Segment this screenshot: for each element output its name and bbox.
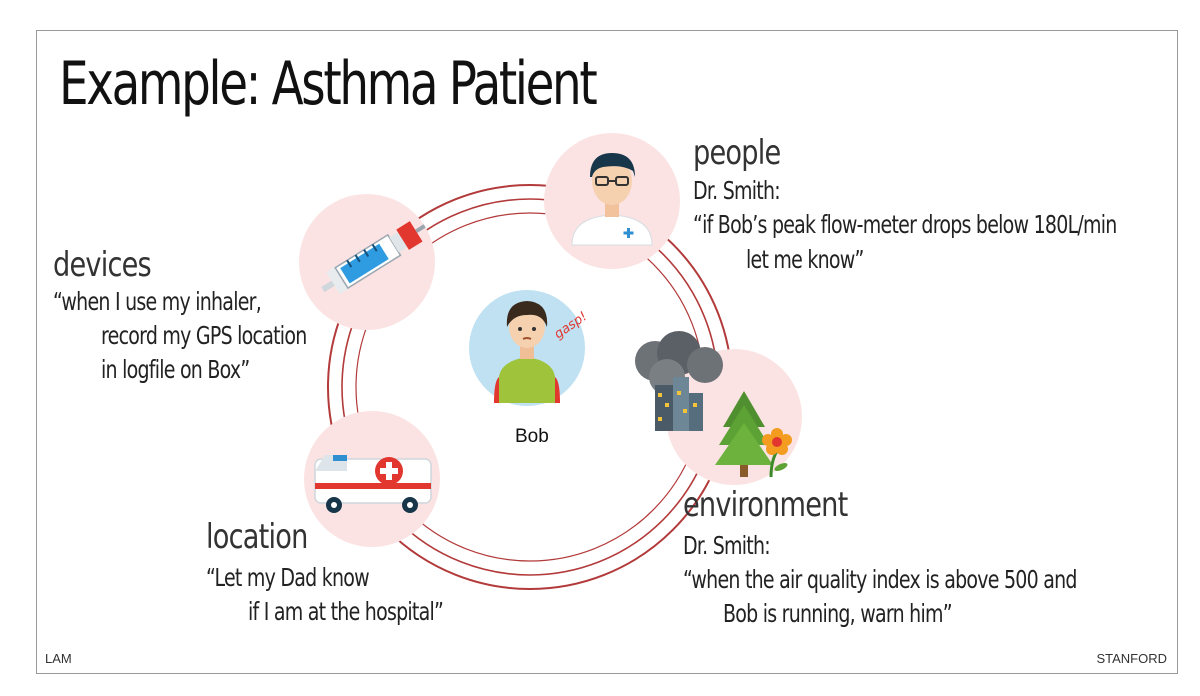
environment-line-1: Dr. Smith:: [683, 531, 770, 560]
location-heading: location: [206, 517, 308, 557]
people-heading: people: [693, 133, 780, 173]
devices-node: [299, 194, 435, 330]
environment-line-3: Bob is running, warn him”: [723, 599, 952, 628]
devices-line-1: “when I use my inhaler,: [53, 287, 261, 316]
people-line-1: Dr. Smith:: [693, 176, 780, 205]
patient-node: gasp!: [469, 290, 590, 406]
devices-line-2: record my GPS location: [101, 321, 306, 350]
center-label: Bob: [515, 426, 549, 448]
location-node: [304, 411, 440, 547]
people-node: [544, 133, 680, 269]
footer-left: LAM: [45, 651, 72, 666]
location-line-2: if I am at the hospital”: [248, 597, 443, 626]
environment-line-2: “when the air quality index is above 500…: [683, 565, 1077, 594]
devices-heading: devices: [53, 245, 151, 285]
environment-node: [635, 331, 802, 485]
location-line-1: “Let my Dad know: [206, 563, 369, 592]
slide: Example: Asthma Patient: [36, 30, 1178, 674]
environment-heading: environment: [683, 485, 847, 525]
people-line-3: let me know”: [746, 245, 864, 274]
people-line-2: “if Bob’s peak flow-meter drops below 18…: [693, 210, 1117, 239]
devices-line-3: in logfile on Box”: [101, 355, 249, 384]
footer-right: STANFORD: [1096, 651, 1167, 666]
